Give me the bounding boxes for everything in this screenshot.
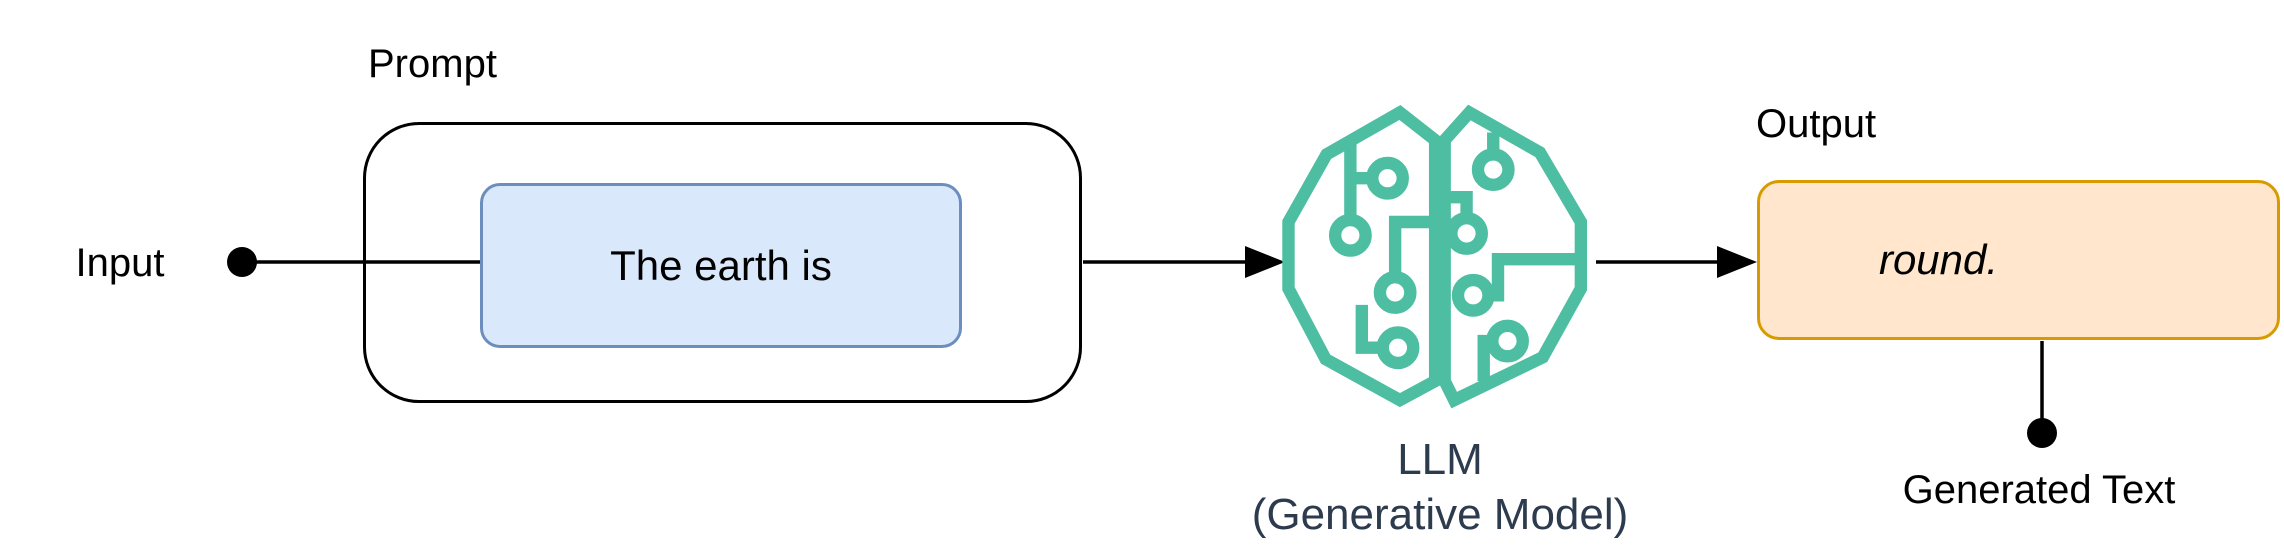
output-text-box: round.	[1757, 180, 2280, 340]
output-end-dot-icon	[2027, 418, 2057, 448]
llm-caption-line2: (Generative Model)	[1251, 490, 1629, 539]
prompt-text-box: The earth is	[480, 183, 962, 348]
circuit-node	[1451, 273, 1495, 317]
input-start-dot-icon	[227, 247, 257, 277]
brain-right-lobe	[1438, 104, 1588, 409]
brain-circuit-icon	[1282, 104, 1588, 409]
input-label: Input	[75, 241, 165, 285]
circuit-node	[1366, 156, 1409, 200]
llm-to-output-arrow	[1596, 246, 1757, 278]
circuit-node	[1471, 148, 1515, 192]
prompt-label: Prompt	[368, 42, 497, 86]
circuit-node	[1328, 213, 1372, 257]
brain-left-lobe	[1282, 105, 1442, 408]
circuit-node	[1445, 212, 1488, 255]
generated-text-label: Generated Text	[1902, 468, 2176, 512]
arrowhead-icon	[1717, 246, 1757, 278]
circuit-node	[1486, 319, 1529, 363]
circuit-trace	[1473, 252, 1581, 302]
circuit-trace	[1444, 191, 1473, 234]
llm-caption: LLM (Generative Model)	[1252, 432, 1629, 542]
circuit-trace	[1388, 215, 1436, 293]
prompt-group-box	[363, 122, 1082, 403]
output-label: Output	[1756, 102, 1877, 146]
circuit-node	[1373, 271, 1417, 314]
prompt-to-llm-arrow	[1083, 246, 1285, 278]
output-text: round.	[1878, 236, 1999, 283]
circuit-trace	[1477, 334, 1508, 382]
llm-caption-line1: LLM	[1397, 435, 1483, 484]
arrowhead-icon	[1245, 246, 1285, 278]
circuit-trace	[1355, 304, 1398, 354]
circuit-trace	[1344, 142, 1388, 236]
circuit-node	[1376, 326, 1420, 370]
prompt-text: The earth is	[610, 241, 832, 289]
